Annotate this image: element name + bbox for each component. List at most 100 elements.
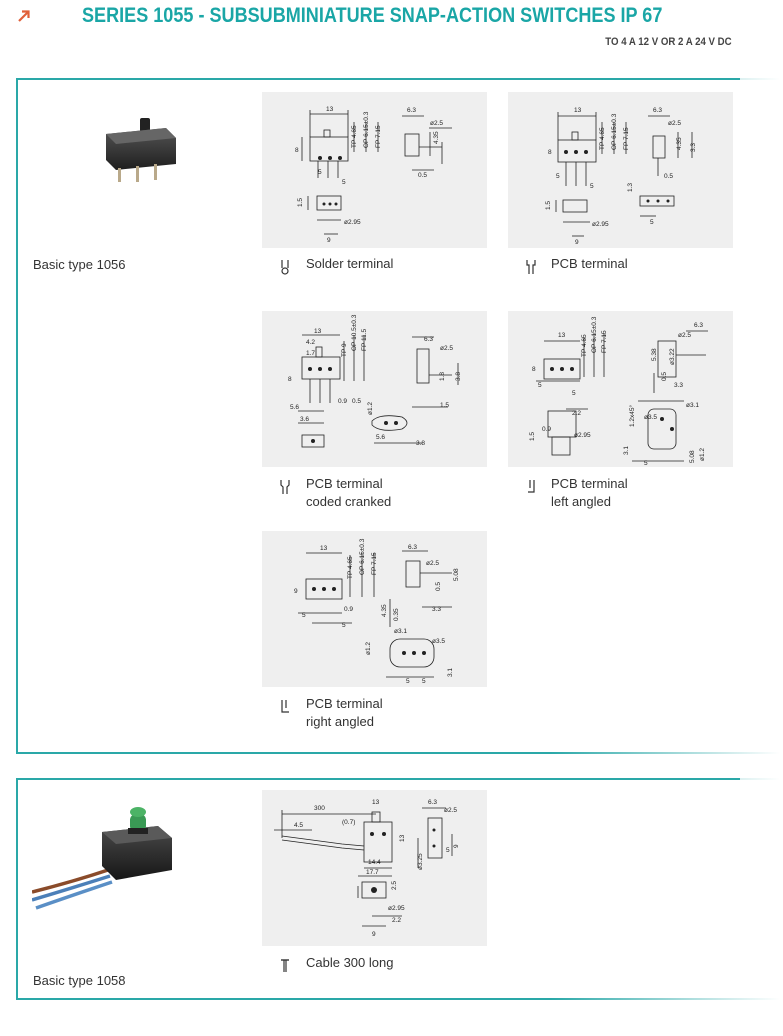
svg-text:1.5: 1.5 xyxy=(297,198,304,207)
drawing-cable-300-long: 300 13 4.5 (0.7) 14.4 17.7 13 6.3 ø2.5 9… xyxy=(262,790,487,946)
pcb-terminal-coded-cranked-icon xyxy=(280,480,290,494)
svg-text:2.2: 2.2 xyxy=(572,410,581,417)
svg-text:13: 13 xyxy=(326,106,334,113)
caption-cable-300-long: Cable 300 long xyxy=(306,955,394,970)
arrow-up-right-icon xyxy=(18,10,30,22)
svg-text:ø1.2: ø1.2 xyxy=(365,642,372,655)
svg-text:2.2: 2.2 xyxy=(392,917,401,924)
switch-1056-photo xyxy=(106,118,176,182)
section-basic-type-1056 xyxy=(16,78,780,754)
svg-text:13: 13 xyxy=(574,107,582,114)
svg-text:TP 4.65: TP 4.65 xyxy=(599,127,606,150)
svg-text:4.5: 4.5 xyxy=(294,822,303,829)
svg-text:13: 13 xyxy=(558,332,566,339)
caption-solder-terminal: Solder terminal xyxy=(306,256,394,271)
svg-text:0.5: 0.5 xyxy=(352,398,361,405)
svg-text:FP 7.15: FP 7.15 xyxy=(371,552,378,575)
svg-text:0.35: 0.35 xyxy=(393,608,400,621)
svg-text:13: 13 xyxy=(399,834,406,842)
svg-text:13: 13 xyxy=(372,799,380,806)
svg-text:TP 4.65: TP 4.65 xyxy=(581,334,588,357)
svg-text:5: 5 xyxy=(342,622,346,629)
svg-text:13: 13 xyxy=(314,328,322,335)
svg-text:5.08: 5.08 xyxy=(453,568,460,581)
svg-text:ø2.95: ø2.95 xyxy=(574,432,591,439)
section-basic-type-1058 xyxy=(16,778,780,1000)
svg-text:FP 7.15: FP 7.15 xyxy=(375,125,382,148)
svg-text:6.3: 6.3 xyxy=(428,799,437,806)
svg-text:ø2.5: ø2.5 xyxy=(426,560,439,567)
svg-text:ø3.1: ø3.1 xyxy=(686,402,699,409)
svg-text:TP 4.65: TP 4.65 xyxy=(347,556,354,579)
svg-text:3.1: 3.1 xyxy=(623,446,630,455)
svg-text:ø2.5: ø2.5 xyxy=(444,807,457,814)
svg-text:ø2.5: ø2.5 xyxy=(678,332,691,339)
drawing-solder-terminal: 13 8 5 5 TP 4.65 OP 6.15±0.3 FP 7.15 6.3… xyxy=(262,92,487,248)
svg-text:1.3: 1.3 xyxy=(627,183,634,192)
svg-text:5.08: 5.08 xyxy=(689,450,696,463)
svg-text:8: 8 xyxy=(532,366,536,373)
svg-text:ø2.5: ø2.5 xyxy=(668,120,681,127)
svg-text:6.3: 6.3 xyxy=(653,107,662,114)
svg-text:1.5: 1.5 xyxy=(545,201,552,210)
svg-text:(0.7): (0.7) xyxy=(342,819,355,826)
svg-text:8: 8 xyxy=(295,147,299,154)
svg-text:0.9: 0.9 xyxy=(344,606,353,613)
svg-text:ø1.2: ø1.2 xyxy=(699,448,706,461)
svg-text:1.5: 1.5 xyxy=(529,432,536,441)
caption-pcb-terminal: PCB terminal xyxy=(551,256,628,271)
solder-terminal-icon xyxy=(281,260,289,275)
svg-text:ø2.5: ø2.5 xyxy=(440,345,453,352)
basic-type-label: Basic type 1058 xyxy=(33,973,126,988)
svg-text:ø3.5: ø3.5 xyxy=(644,414,657,421)
svg-text:TP 9: TP 9 xyxy=(341,343,348,357)
svg-text:3.8: 3.8 xyxy=(455,372,462,381)
page-subtitle: TO 4 A 12 V OR 2 A 24 V DC xyxy=(605,36,732,48)
svg-text:ø2.95: ø2.95 xyxy=(388,905,405,912)
drawing-pcb-terminal: 13 8 5 5 TP 4.65 OP 6.15±0.3 FP 7.15 6.3… xyxy=(508,92,733,248)
svg-text:3.3: 3.3 xyxy=(432,606,441,613)
svg-text:1.2x45°: 1.2x45° xyxy=(628,404,636,427)
svg-text:9: 9 xyxy=(453,844,460,848)
svg-text:4.2: 4.2 xyxy=(306,339,315,346)
svg-text:3.1: 3.1 xyxy=(447,668,454,677)
svg-text:FP 7.15: FP 7.15 xyxy=(601,330,608,353)
svg-text:1.7: 1.7 xyxy=(306,350,315,357)
svg-text:ø3.25: ø3.25 xyxy=(417,853,424,870)
svg-text:TP 4.65: TP 4.65 xyxy=(351,125,358,148)
svg-text:0.9: 0.9 xyxy=(542,426,551,433)
svg-text:ø1.2: ø1.2 xyxy=(367,402,374,415)
svg-text:FP 11.5: FP 11.5 xyxy=(361,328,368,351)
svg-text:9: 9 xyxy=(327,237,331,244)
svg-text:ø3.5: ø3.5 xyxy=(432,638,445,645)
svg-text:8: 8 xyxy=(288,376,292,383)
svg-text:6.3: 6.3 xyxy=(694,322,703,329)
svg-text:5.6: 5.6 xyxy=(290,404,299,411)
caption-pcb-terminal-left-angled: PCB terminal left angled xyxy=(551,476,628,509)
svg-text:ø2.5: ø2.5 xyxy=(430,120,443,127)
svg-text:3.6: 3.6 xyxy=(300,416,309,423)
svg-text:300: 300 xyxy=(314,805,325,812)
svg-text:OP 10.5±0.3: OP 10.5±0.3 xyxy=(351,314,358,351)
svg-text:4.35: 4.35 xyxy=(433,131,440,144)
svg-text:1.8: 1.8 xyxy=(439,372,446,381)
svg-text:3.3: 3.3 xyxy=(674,382,683,389)
drawing-pcb-terminal-right-angled: 13 9 TP 4.65 OP 6.15±0.3 FP 7.15 6.3 ø2.… xyxy=(262,531,487,687)
svg-text:6.3: 6.3 xyxy=(407,107,416,114)
pcb-terminal-icon xyxy=(526,260,536,274)
svg-text:0.5: 0.5 xyxy=(418,172,427,179)
cable-icon xyxy=(281,959,289,972)
switch-1058-photo xyxy=(32,807,172,910)
svg-text:5: 5 xyxy=(318,169,322,176)
basic-type-label: Basic type 1056 xyxy=(33,257,126,272)
svg-text:17.7: 17.7 xyxy=(366,869,379,876)
svg-text:5: 5 xyxy=(342,179,346,186)
svg-text:6.3: 6.3 xyxy=(424,336,433,343)
svg-text:0.5: 0.5 xyxy=(661,372,668,381)
page-title: SERIES 1055 - SUBSUBMINIATURE SNAP-ACTIO… xyxy=(82,4,663,27)
svg-text:5: 5 xyxy=(556,173,560,180)
caption-pcb-terminal-coded-cranked: PCB terminal coded cranked xyxy=(306,476,392,509)
svg-text:9: 9 xyxy=(575,239,579,246)
svg-text:14.4: 14.4 xyxy=(368,859,381,866)
svg-text:3.8: 3.8 xyxy=(416,440,425,447)
